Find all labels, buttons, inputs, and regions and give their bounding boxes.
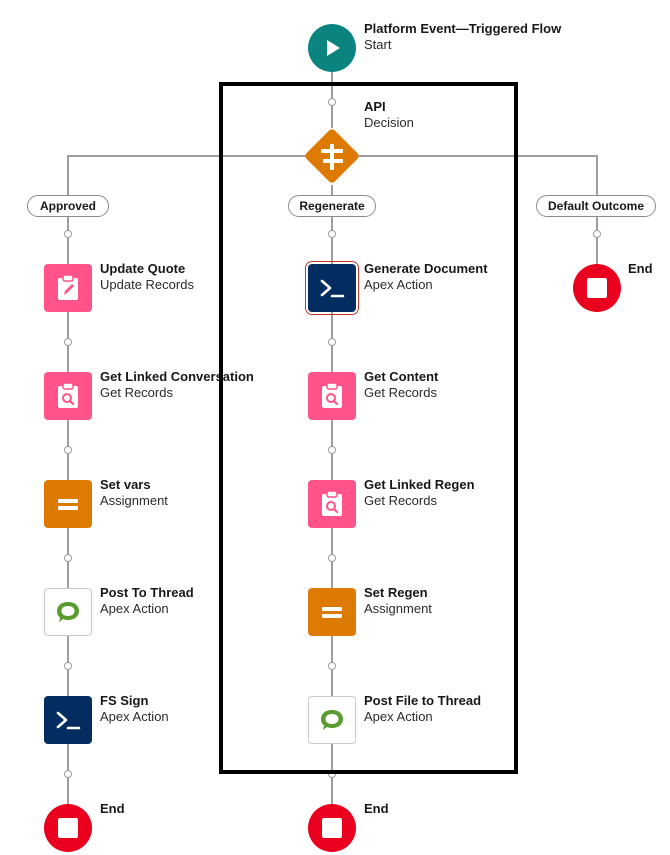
chatter-icon <box>57 602 79 622</box>
end-title: End <box>364 801 389 816</box>
end-title: End <box>100 801 125 816</box>
stop-icon <box>322 818 342 838</box>
connector-dot[interactable] <box>64 554 72 562</box>
node-type: Get Records <box>364 493 437 508</box>
update-quote-label: Update Quote Update Records <box>100 261 194 293</box>
connector-dot[interactable] <box>64 662 72 670</box>
node-title: Post To Thread <box>100 585 194 600</box>
connector-line <box>331 185 333 195</box>
set-vars-label: Set vars Assignment <box>100 477 168 509</box>
outcome-default[interactable]: Default Outcome <box>536 195 656 217</box>
assignment-icon <box>322 607 342 618</box>
connector-dot[interactable] <box>328 338 336 346</box>
end-label-regenerate: End <box>364 801 389 817</box>
update-quote-node[interactable] <box>44 264 92 312</box>
update-records-icon <box>58 274 78 300</box>
assignment-icon <box>58 499 78 510</box>
node-title: Get Content <box>364 369 439 384</box>
get-records-icon <box>322 490 342 516</box>
start-subtitle: Start <box>364 37 392 52</box>
connector-dot[interactable] <box>64 446 72 454</box>
get-records-icon <box>322 382 342 408</box>
get-linked-regen-node[interactable] <box>308 480 356 528</box>
connector-dot[interactable] <box>328 554 336 562</box>
node-type: Get Records <box>364 385 437 400</box>
end-node-approved[interactable] <box>44 804 92 852</box>
fs-sign-node[interactable] <box>44 696 92 744</box>
end-node-regenerate[interactable] <box>308 804 356 852</box>
node-type: Apex Action <box>364 277 433 292</box>
decision-icon <box>305 129 359 183</box>
connector-line <box>596 155 598 195</box>
get-linked-conversation-node[interactable] <box>44 372 92 420</box>
end-label-approved: End <box>100 801 125 817</box>
get-records-icon <box>58 382 78 408</box>
node-type: Apex Action <box>100 601 169 616</box>
set-regen-label: Set Regen Assignment <box>364 585 432 617</box>
fs-sign-label: FS Sign Apex Action <box>100 693 169 725</box>
get-linked-conversation-label: Get Linked Conversation Get Records <box>100 369 254 401</box>
post-file-to-thread-node[interactable] <box>308 696 356 744</box>
stop-icon <box>58 818 78 838</box>
start-node[interactable] <box>308 24 356 72</box>
generate-document-node[interactable] <box>305 261 359 315</box>
decision-node[interactable] <box>305 129 359 183</box>
end-label-default: End <box>628 261 653 277</box>
start-title: Platform Event—Triggered Flow <box>364 21 562 36</box>
connector-dot[interactable] <box>64 770 72 778</box>
outcome-regenerate[interactable]: Regenerate <box>288 195 376 217</box>
node-type: Apex Action <box>364 709 433 724</box>
connector-dot[interactable] <box>328 662 336 670</box>
node-title: FS Sign <box>100 693 149 708</box>
connector-line <box>67 155 69 195</box>
post-file-to-thread-label: Post File to Thread Apex Action <box>364 693 481 725</box>
connector-dot[interactable] <box>328 230 336 238</box>
connector-dot[interactable] <box>64 230 72 238</box>
node-title: Generate Document <box>364 261 488 276</box>
get-content-label: Get Content Get Records <box>364 369 438 401</box>
post-to-thread-node[interactable] <box>44 588 92 636</box>
node-title: Update Quote <box>100 261 186 276</box>
node-type: Update Records <box>100 277 194 292</box>
node-title: Set Regen <box>364 585 428 600</box>
connector-dot[interactable] <box>593 230 601 238</box>
connector-dot[interactable] <box>328 446 336 454</box>
decision-title: API <box>364 99 386 114</box>
stop-icon <box>587 278 607 298</box>
node-type: Get Records <box>100 385 173 400</box>
apex-icon <box>320 279 345 298</box>
node-type: Apex Action <box>100 709 169 724</box>
apex-icon <box>56 711 81 730</box>
decision-subtitle: Decision <box>364 115 414 130</box>
node-title: Post File to Thread <box>364 693 482 708</box>
node-title: Get Linked Conversation <box>100 369 254 384</box>
start-label: Platform Event—Triggered Flow Start <box>364 21 561 53</box>
chatter-icon <box>321 710 343 730</box>
end-node-default[interactable] <box>573 264 621 312</box>
get-linked-regen-label: Get Linked Regen Get Records <box>364 477 475 509</box>
generate-document-label: Generate Document Apex Action <box>364 261 488 293</box>
get-content-node[interactable] <box>308 372 356 420</box>
node-type: Assignment <box>364 601 432 616</box>
post-to-thread-label: Post To Thread Apex Action <box>100 585 194 617</box>
end-title: End <box>628 261 653 276</box>
node-title: Set vars <box>100 477 151 492</box>
connector-dot[interactable] <box>328 98 336 106</box>
outcome-approved[interactable]: Approved <box>27 195 109 217</box>
connector-dot[interactable] <box>64 338 72 346</box>
connector-line <box>596 217 598 265</box>
play-icon <box>327 40 340 56</box>
set-vars-node[interactable] <box>44 480 92 528</box>
set-regen-node[interactable] <box>308 588 356 636</box>
highlight-box <box>219 82 518 774</box>
node-type: Assignment <box>100 493 168 508</box>
decision-label: API Decision <box>364 99 414 131</box>
node-title: Get Linked Regen <box>364 477 475 492</box>
